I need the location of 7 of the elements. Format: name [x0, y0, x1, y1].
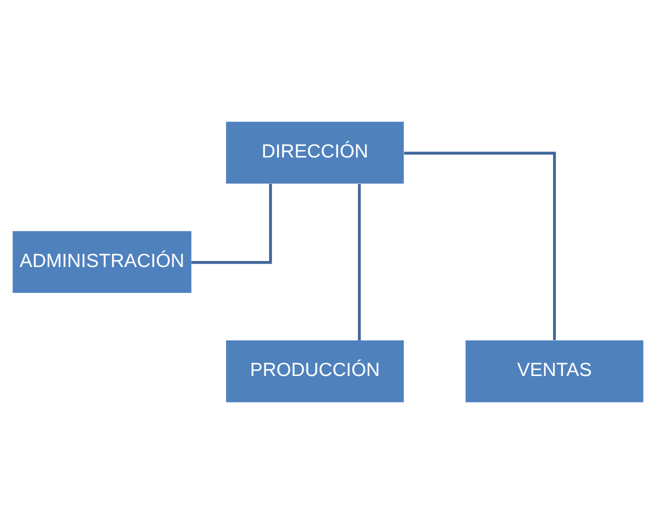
connector	[358, 184, 361, 340]
connector	[404, 152, 556, 340]
node-box: ADMINISTRACIÓN	[12, 231, 192, 293]
connector	[191, 184, 272, 264]
node-box: DIRECCIÓN	[226, 122, 404, 184]
node-box: PRODUCCIÓN	[226, 340, 404, 402]
node-box: VENTAS	[466, 340, 644, 402]
